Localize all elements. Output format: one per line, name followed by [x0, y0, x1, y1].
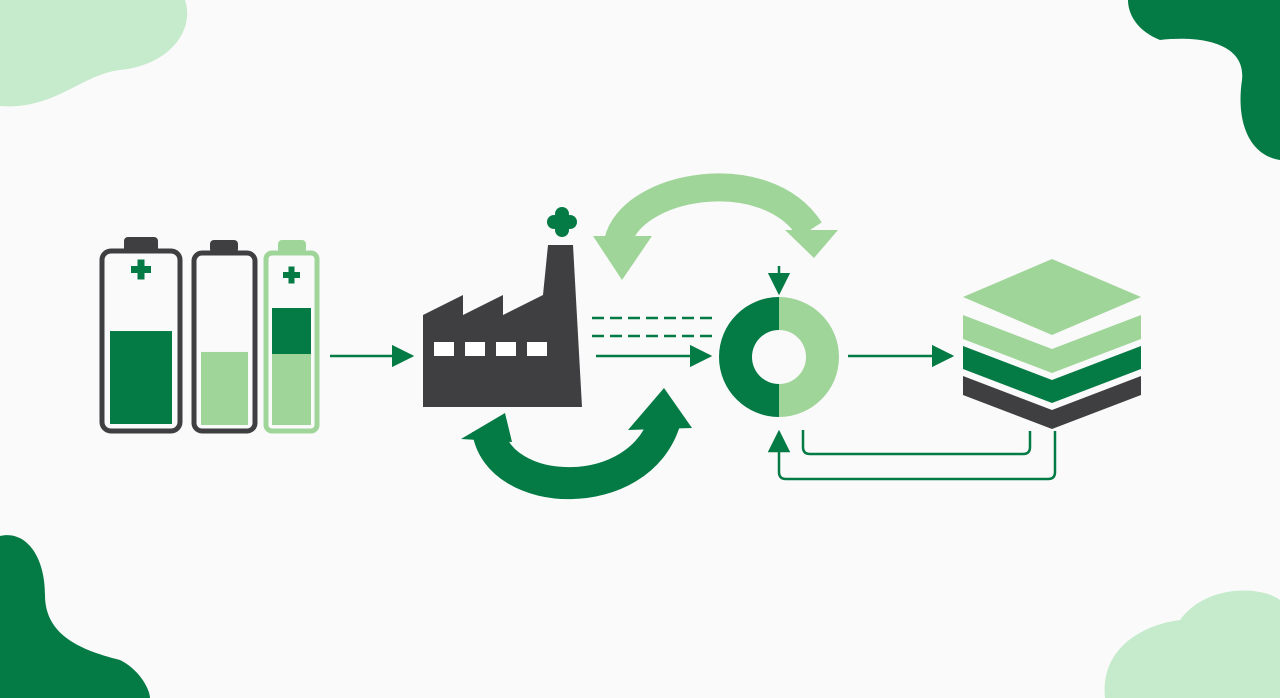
- factory-windows: [434, 342, 547, 356]
- battery-dark-icon: [99, 237, 183, 434]
- return-loop-connectors: [767, 429, 1057, 481]
- corner-blob-top-right: [1128, 0, 1280, 160]
- recycle-arrow-top-icon: [593, 173, 838, 280]
- battery-empty-fill: [201, 351, 248, 425]
- factory-icon: [423, 207, 582, 407]
- corner-blob-bottom-left: [0, 535, 150, 698]
- ring-icon: [719, 297, 839, 417]
- layered-stack-icon: [963, 259, 1141, 429]
- battery-light-icon: [263, 240, 320, 434]
- dashed-connectors: [592, 316, 712, 338]
- battery-dark-fill: [110, 331, 172, 424]
- plus-icon: [283, 266, 300, 284]
- cross-icon: [547, 207, 577, 237]
- plus-icon: [131, 259, 151, 280]
- recycle-arrow-bottom-icon: [461, 388, 692, 500]
- battery-empty-icon: [191, 240, 258, 434]
- corner-blob-bottom-right: [1104, 590, 1280, 698]
- corner-blob-top-left: [0, 0, 188, 107]
